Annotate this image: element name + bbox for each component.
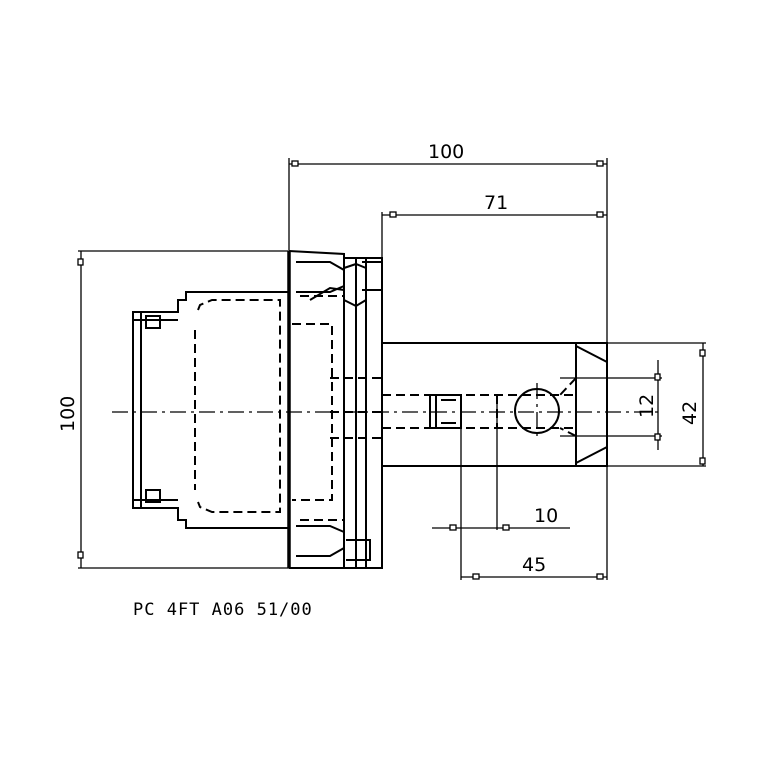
dim-total-length: 100 [428,141,464,163]
dim-bore-diameter: 12 [636,394,658,418]
dim-body-diameter: 42 [679,401,701,425]
dim-clamp-depth: 45 [522,554,546,576]
hidden-features [194,295,577,521]
part-number-caption: PC 4FT A06 51/00 [133,600,313,620]
dim-clamp-offset: 10 [534,505,558,527]
dimension-lines [77,160,706,580]
holder-outline [132,250,608,569]
extension-lines [78,158,706,580]
bore-circle [514,383,560,440]
dim-gauge-length: 71 [484,192,508,214]
dim-flange-diameter: 100 [57,396,79,432]
